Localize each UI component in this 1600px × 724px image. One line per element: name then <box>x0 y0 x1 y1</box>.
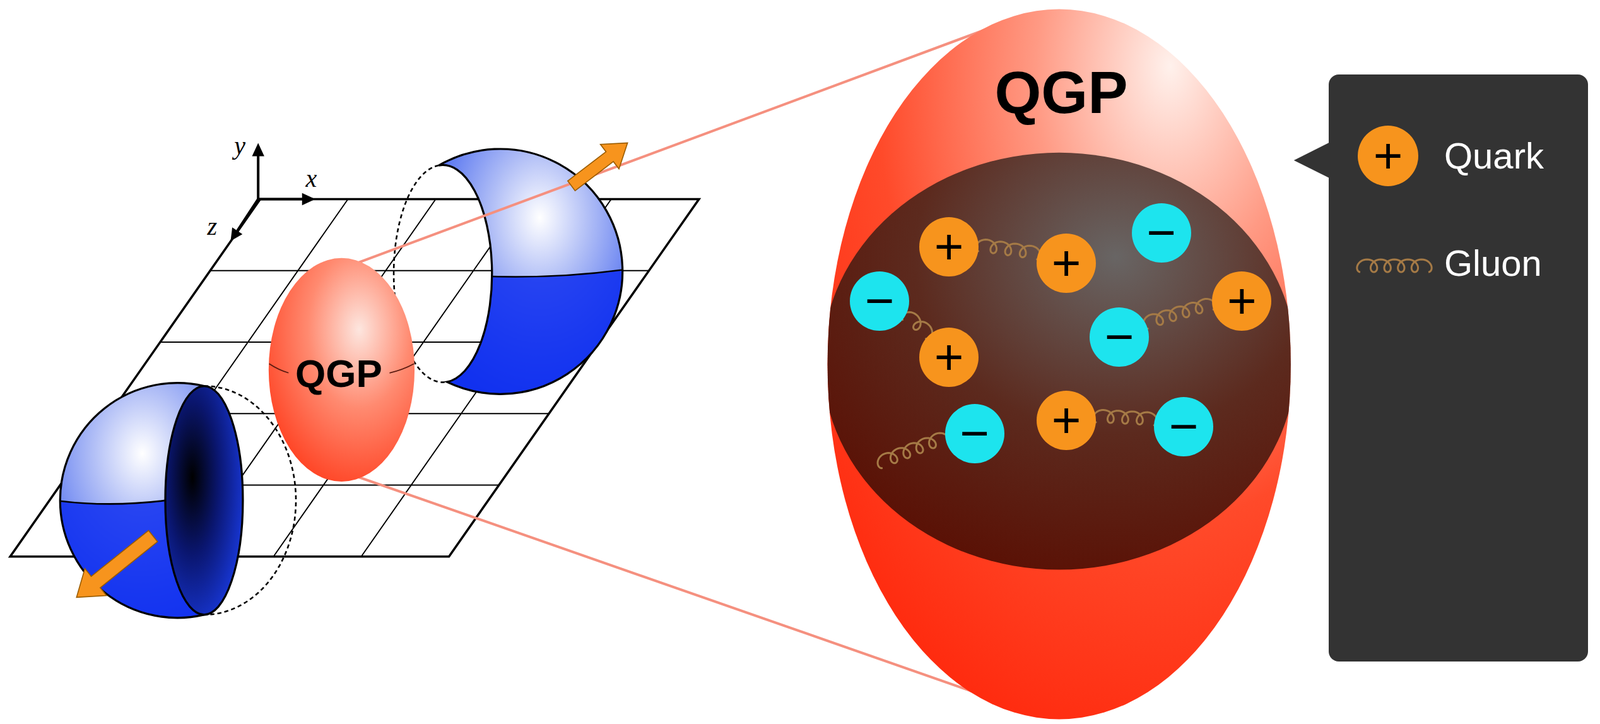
charge-sign: + <box>1051 237 1082 289</box>
legend-swatch <box>1358 245 1430 284</box>
motion-arrows <box>76 142 628 597</box>
particle-circle: + <box>1036 233 1096 293</box>
nucleus-front <box>30 382 297 633</box>
qgp-fireball: QGP++−−+−+−+− <box>826 8 1293 720</box>
particle-circle: − <box>1089 307 1149 367</box>
legend-row: Gluon <box>1328 231 1589 295</box>
gluon-spring <box>901 311 932 339</box>
charge-sign: − <box>959 408 990 459</box>
qgp-fireball: QGP <box>268 257 416 483</box>
particle-circle: + <box>919 217 979 277</box>
gluon-spring <box>1092 409 1158 425</box>
equator-line <box>389 363 415 373</box>
axis-label: z <box>207 213 218 240</box>
gluon-spring <box>1357 259 1432 272</box>
particle-circle: − <box>1153 396 1214 457</box>
particle-circle: + <box>1036 390 1096 450</box>
fireball-body <box>268 257 415 481</box>
charge-sign: − <box>1169 401 1199 452</box>
particle-circle: − <box>849 271 910 331</box>
gluon-spring <box>976 239 1042 259</box>
nucleus-back <box>388 148 664 409</box>
charge-sign: + <box>1373 130 1404 182</box>
charge-sign: + <box>1227 275 1257 327</box>
axis-label: x <box>305 165 317 192</box>
charge-sign: + <box>934 331 965 383</box>
charge-sign: + <box>1051 394 1082 446</box>
legend-row: Quark <box>1328 124 1589 188</box>
axis-label: y <box>234 133 246 159</box>
charge-sign: + <box>934 221 965 272</box>
fireball-label: QGP <box>295 353 383 394</box>
gluon-spring <box>877 432 949 469</box>
gluon-spring <box>1143 298 1216 329</box>
legend-text: Quark <box>1444 137 1544 175</box>
legend-text: Gluon <box>1444 244 1542 282</box>
legend-panel: QuarkGluon <box>1328 74 1589 662</box>
charge-sign: − <box>1146 207 1177 259</box>
particle-circle: + <box>919 327 979 387</box>
charge-sign: − <box>864 275 895 327</box>
particle-circle: − <box>1131 203 1192 263</box>
particle-circle: − <box>945 403 1005 464</box>
plasma-core <box>822 152 1296 570</box>
particle-circle: + <box>1211 271 1272 331</box>
charge-sign: − <box>1104 311 1135 363</box>
legend-pointer <box>1294 141 1331 179</box>
equator-line <box>269 363 289 373</box>
fireball-label: QGP <box>994 61 1128 122</box>
